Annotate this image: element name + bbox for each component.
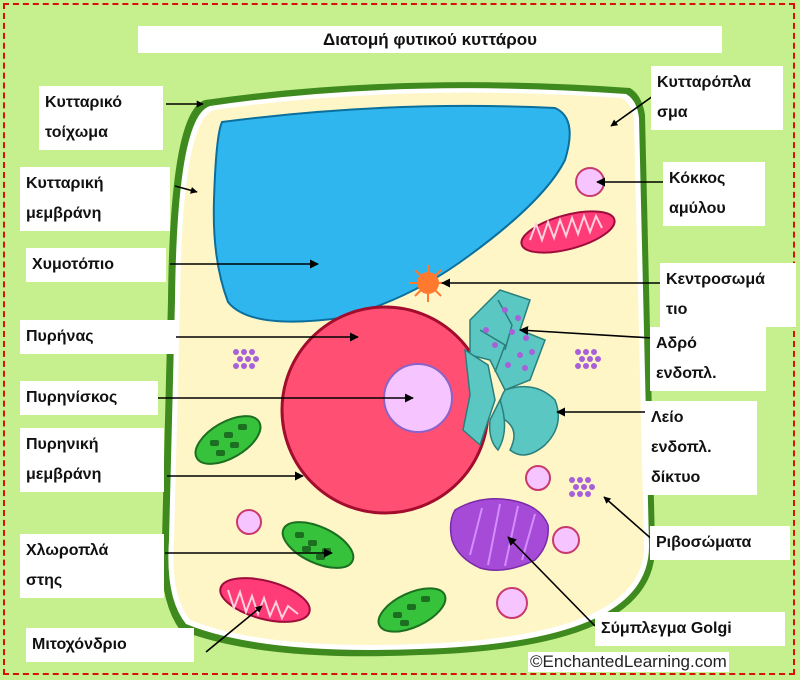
label-line: Κεντροσωμά [666, 265, 790, 295]
label-line: Πυρηνική [26, 430, 158, 460]
label-nucleolus: Πυρηνίσκος [20, 381, 158, 415]
label-line: Κόκκος [669, 164, 759, 194]
label-vacuole: Χυμοτόπιο [26, 248, 166, 282]
label-chloroplast: Χλωροπλά στης [20, 534, 164, 598]
label-smooth-er: Λείο ενδοπλ. δίκτυο [645, 401, 757, 495]
label-line: στης [26, 566, 158, 596]
golgi [451, 499, 549, 570]
label-line: σμα [657, 98, 777, 128]
label-line: Πυρηνίσκος [26, 383, 152, 413]
label-mitochondrion: Μιτοχόνδριο [26, 628, 194, 662]
nucleus [282, 307, 488, 513]
label-cell-wall: Κυτταρικό τοίχωμα [39, 86, 163, 150]
label-line: αμύλου [669, 194, 759, 224]
label-line: Κυτταρόπλα [657, 68, 777, 98]
label-cell-membrane: Κυτταρική μεμβράνη [20, 167, 170, 231]
label-line: Μιτοχόνδριο [32, 630, 188, 660]
label-line: Κυτταρικό [45, 88, 157, 118]
label-golgi: Σύμπλεγμα Golgi [595, 612, 785, 646]
vesicle [237, 510, 261, 534]
label-line: ενδοπλ. [651, 433, 751, 463]
label-line: ενδοπλ. [656, 359, 760, 389]
label-line: τιο [666, 295, 790, 325]
vesicle [526, 466, 550, 490]
label-cytoplasm: Κυτταρόπλα σμα [651, 66, 783, 130]
label-line: δίκτυο [651, 463, 751, 493]
label-line: Ριβοσώματα [656, 528, 784, 558]
label-line: Χυμοτόπιο [32, 250, 160, 280]
label-line: Κυτταρική [26, 169, 164, 199]
label-line: Πυρήνας [26, 322, 170, 352]
label-rough-er: Αδρό ενδοπλ. [650, 327, 766, 391]
label-line: μεμβράνη [26, 199, 164, 229]
label-nucleus: Πυρήνας [20, 320, 176, 354]
label-line: Αδρό [656, 329, 760, 359]
label-centrosome: Κεντροσωμά τιο [660, 263, 796, 327]
label-amyloplast: Κόκκος αμύλου [663, 162, 765, 226]
credit-text: ©EnchantedLearning.com [528, 652, 729, 672]
vesicle [553, 527, 579, 553]
label-line: μεμβράνη [26, 460, 158, 490]
diagram-title: Διατομή φυτικού κυττάρου [138, 26, 722, 53]
label-line: Χλωροπλά [26, 536, 158, 566]
label-line: Λείο [651, 403, 751, 433]
label-nuclear-membrane: Πυρηνική μεμβράνη [20, 428, 164, 492]
label-line: τοίχωμα [45, 118, 157, 148]
label-ribosomes: Ριβοσώματα [650, 526, 790, 560]
vesicle [497, 588, 527, 618]
label-line: Σύμπλεγμα Golgi [601, 614, 779, 644]
